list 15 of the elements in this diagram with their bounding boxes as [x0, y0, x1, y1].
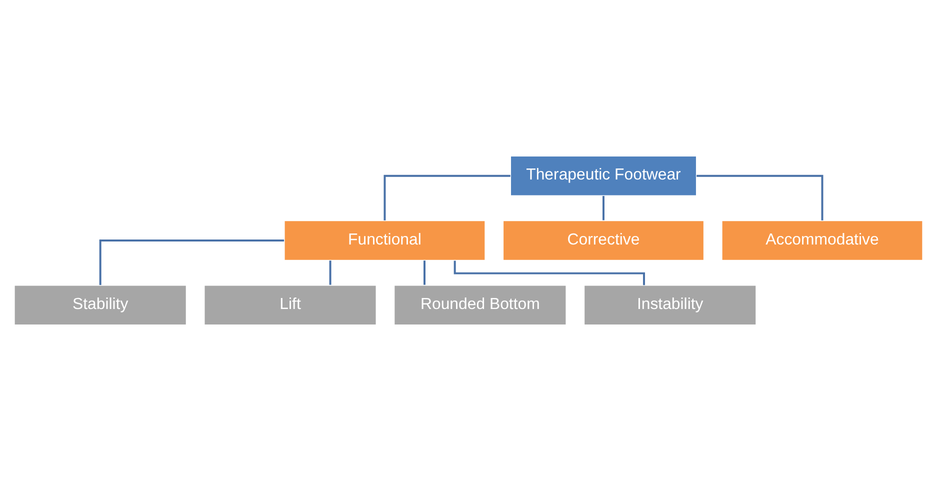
node-box: Instability: [584, 284, 757, 326]
node-box: Functional: [284, 220, 486, 261]
node-box: Accommodative: [721, 220, 924, 261]
node-box: Stability: [14, 284, 187, 326]
connector: [602, 196, 604, 220]
node-box: Therapeutic Footwear: [510, 155, 697, 196]
connector: [454, 260, 645, 286]
connector: [696, 174, 824, 220]
connector: [329, 260, 332, 285]
connector: [99, 240, 284, 286]
node-box: Lift: [204, 284, 377, 326]
node-box: Rounded Bottom: [394, 284, 567, 326]
connector: [384, 174, 510, 220]
connector: [424, 260, 426, 285]
node-box: Corrective: [502, 220, 704, 261]
